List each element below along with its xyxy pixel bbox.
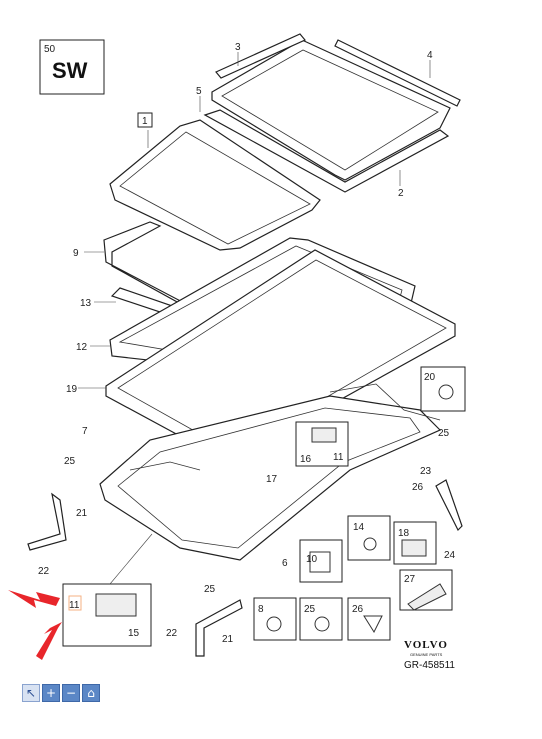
callout-19: 19 — [66, 384, 78, 395]
glass-frame-assembly — [203, 33, 461, 193]
leader-lines — [78, 52, 431, 389]
callout-3: 3 — [235, 42, 241, 53]
section-title: SW — [52, 58, 88, 83]
callout-20: 20 — [424, 372, 436, 383]
brand-name: VOLVO — [404, 639, 448, 651]
callout-8: 8 — [258, 604, 264, 615]
callout-22-left: 22 — [38, 566, 50, 577]
callout-21-bottom: 21 — [222, 634, 234, 645]
callout-18: 18 — [398, 528, 410, 539]
callout-2: 2 — [398, 188, 404, 199]
part-18-box — [393, 521, 437, 565]
callout-labels: 1 2 3 4 5 6 7 9 10 11 11 12 13 14 15 16 … — [38, 42, 456, 645]
callout-27: 27 — [404, 574, 416, 585]
callout-25-box: 25 — [304, 604, 316, 615]
brand-subtitle: GENUINE PARTS — [410, 652, 443, 657]
brand-block: VOLVO GENUINE PARTS GR-458511 — [404, 639, 455, 671]
part-20-box — [420, 366, 466, 412]
callout-25-left: 25 — [64, 456, 76, 467]
callout-10: 10 — [306, 554, 318, 565]
glass-panel — [109, 119, 321, 251]
section-code-box: 50 SW — [39, 39, 105, 95]
home-icon[interactable]: ⌂ — [82, 684, 100, 702]
callout-24: 24 — [444, 550, 456, 561]
callout-16: 16 — [300, 454, 312, 465]
callout-25-right: 25 — [438, 428, 450, 439]
part-8-box — [253, 597, 297, 641]
callout-15: 15 — [128, 628, 140, 639]
callout-26-right: 26 — [412, 482, 424, 493]
part-10-box — [299, 539, 343, 583]
callout-23: 23 — [420, 466, 432, 477]
callout-1: 1 — [142, 116, 148, 127]
zoom-out-icon[interactable]: − — [62, 684, 80, 702]
section-number: 50 — [44, 44, 56, 55]
callout-26-box: 26 — [352, 604, 364, 615]
callout-21-left: 21 — [76, 508, 88, 519]
zoom-in-icon[interactable]: + — [42, 684, 60, 702]
red-arrow-icon — [8, 590, 62, 660]
callout-22-bottom: 22 — [166, 628, 178, 639]
callout-11-top: 11 — [333, 452, 344, 463]
callout-7: 7 — [82, 426, 88, 437]
callout-25-bottom: 25 — [204, 584, 216, 595]
callout-14: 14 — [353, 522, 365, 533]
part-27-box — [399, 569, 453, 611]
select-pointer-icon[interactable]: ↖ — [22, 684, 40, 702]
part-14-box — [347, 515, 391, 561]
callout-4: 4 — [427, 50, 433, 61]
part-11-15-box — [62, 533, 153, 647]
callout-5: 5 — [196, 86, 202, 97]
diagram-reference: GR-458511 — [404, 660, 455, 671]
part-16-11-box — [295, 421, 349, 467]
callout-17: 17 — [266, 474, 278, 485]
callout-9: 9 — [73, 248, 79, 259]
part-25-box — [299, 597, 343, 641]
viewer-toolbar: ↖ + − ⌂ — [22, 684, 100, 702]
drain-hoses — [27, 479, 463, 657]
callout-13: 13 — [80, 298, 92, 309]
sunroof-frame — [99, 383, 442, 561]
callout-11-box: 11 — [69, 600, 80, 611]
callout-12: 12 — [76, 342, 88, 353]
part-26-box — [347, 597, 391, 641]
callout-6: 6 — [282, 558, 288, 569]
